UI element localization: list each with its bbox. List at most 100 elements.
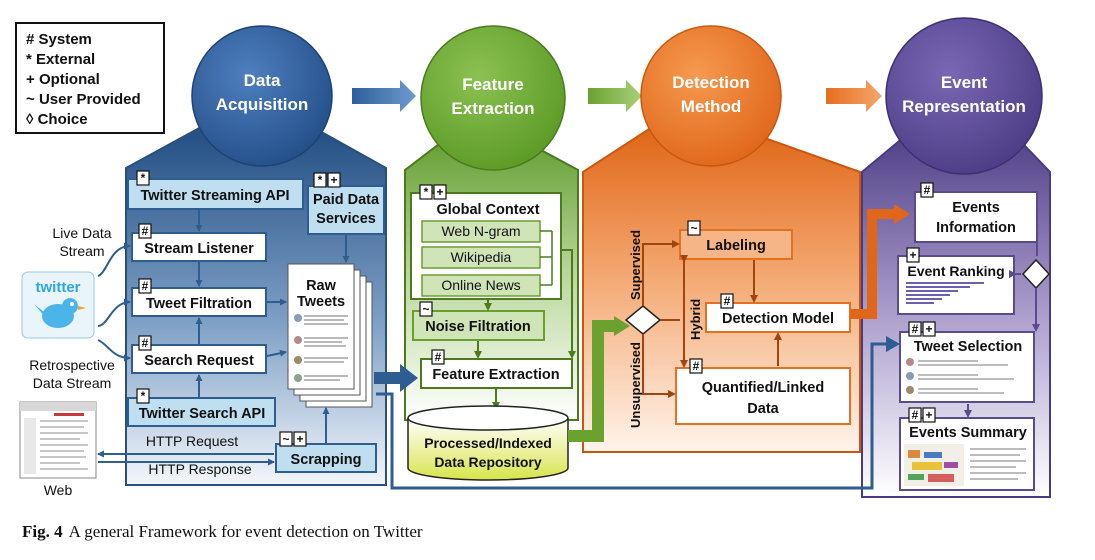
- tag-optional: +: [293, 431, 307, 447]
- stage-feature-extraction: Feature Extraction: [420, 25, 566, 171]
- repository-label-line2: Data Repository: [434, 454, 542, 470]
- retro-stream-label-line1: Retrospective: [29, 357, 115, 373]
- legend-user-provided: ~ User Provided: [26, 91, 141, 108]
- box-tweet-filtration: Tweet Filtration: [131, 287, 267, 317]
- web-screenshot-icon: [19, 401, 97, 479]
- svg-text:Events: Events: [952, 200, 1000, 216]
- tag-system: #: [138, 335, 152, 351]
- svg-text:*: *: [424, 185, 429, 199]
- tag-optional: +: [433, 184, 447, 200]
- stage-arrows: [352, 80, 882, 112]
- tag-external: *: [419, 184, 433, 200]
- tag-system: #: [689, 358, 703, 374]
- tag-optional: +: [922, 407, 936, 423]
- svg-text:Scrapping: Scrapping: [291, 452, 362, 468]
- svg-text:Tweet Filtration: Tweet Filtration: [146, 296, 252, 312]
- box-twitter-streaming-api: Twitter Streaming API: [127, 178, 304, 210]
- svg-text:Wikipedia: Wikipedia: [451, 249, 512, 265]
- arrow-acq-to-feat: [352, 80, 416, 112]
- svg-text:#: #: [693, 359, 700, 373]
- legend-system: # System: [26, 31, 92, 48]
- arrow-feat-to-det: [588, 80, 642, 112]
- repository-label-line1: Processed/Indexed: [424, 435, 552, 451]
- svg-text:Twitter Search API: Twitter Search API: [139, 406, 266, 422]
- box-wikipedia: Wikipedia: [421, 246, 541, 269]
- svg-text:Global Context: Global Context: [436, 202, 539, 218]
- tag-user-provided: ~: [687, 220, 701, 236]
- tag-external: *: [136, 170, 150, 186]
- svg-text:~: ~: [282, 432, 289, 446]
- svg-text:Services: Services: [316, 211, 376, 227]
- tag-optional: +: [906, 247, 920, 263]
- label-hybrid: Hybrid: [688, 299, 703, 340]
- svg-text:Online News: Online News: [441, 277, 520, 293]
- svg-text:+: +: [436, 185, 443, 199]
- svg-text:Event Ranking: Event Ranking: [907, 263, 1004, 279]
- word-cloud-thumbnail: [904, 444, 964, 486]
- box-twitter-search-api: Twitter Search API: [127, 397, 276, 427]
- http-response-label: HTTP Response: [148, 461, 251, 477]
- svg-text:#: #: [142, 279, 149, 293]
- svg-text:Feature Extraction: Feature Extraction: [432, 367, 559, 383]
- tag-user-provided: ~: [279, 431, 293, 447]
- stage-title-line1: Data: [244, 71, 281, 90]
- tag-external: *: [136, 388, 150, 404]
- arrow-raw-to-tweet-selection: [376, 342, 888, 490]
- tag-system: #: [720, 293, 734, 309]
- extraction-flow: [474, 249, 576, 410]
- svg-text:#: #: [142, 336, 149, 350]
- svg-text:+: +: [925, 408, 932, 422]
- svg-text:Stream Listener: Stream Listener: [144, 241, 254, 257]
- stage-title-line2: Extraction: [451, 99, 534, 118]
- tag-system: #: [908, 407, 922, 423]
- acquisition-flow: [97, 210, 350, 466]
- http-request-label: HTTP Request: [146, 433, 238, 449]
- tag-system: #: [920, 182, 934, 198]
- stage-title-line2: Method: [681, 97, 741, 116]
- svg-text:Search Request: Search Request: [144, 353, 254, 369]
- svg-text:#: #: [142, 224, 149, 238]
- legend-external: * External: [26, 51, 95, 68]
- twitter-logo-text: twitter: [36, 279, 81, 296]
- box-online-news: Online News: [421, 274, 541, 297]
- data-repository: Processed/Indexed Data Repository: [407, 405, 569, 481]
- svg-text:Noise Filtration: Noise Filtration: [425, 319, 531, 335]
- box-tweet-selection: Tweet Selection: [899, 331, 1035, 403]
- box-noise-filtration: Noise Filtration: [412, 310, 545, 341]
- box-event-ranking: Event Ranking: [897, 255, 1015, 315]
- arrow-model-to-events: [850, 209, 896, 319]
- svg-text:#: #: [924, 183, 931, 197]
- twitter-logo: twitter: [21, 271, 95, 339]
- legend-optional: + Optional: [26, 71, 100, 88]
- diagram-canvas: Data Acquisition Feature Extraction Dete…: [15, 17, 1051, 498]
- tag-system: #: [138, 278, 152, 294]
- svg-text:Tweet Selection: Tweet Selection: [914, 339, 1023, 355]
- box-web-ngram: Web N-gram: [421, 220, 541, 243]
- box-events-information: Events Information: [914, 191, 1038, 243]
- arrow-det-to-rep: [826, 80, 882, 112]
- stage-title-line1: Detection: [672, 73, 749, 92]
- svg-text:Events Summary: Events Summary: [909, 425, 1027, 441]
- stage-title-line1: Event: [941, 73, 988, 92]
- live-stream-label-line2: Stream: [59, 243, 104, 259]
- tag-external: *: [313, 172, 327, 188]
- arrow-raw-to-features: [374, 364, 418, 392]
- box-paid-data-services: Paid Data Services: [307, 185, 385, 235]
- svg-text:*: *: [318, 173, 323, 187]
- web-label: Web: [44, 482, 73, 498]
- stage-data-acquisition: Data Acquisition: [191, 25, 333, 167]
- svg-text:#: #: [435, 350, 442, 364]
- box-quantified-data: Quantified/Linked Data: [675, 367, 851, 425]
- box-stream-listener: Stream Listener: [131, 232, 267, 262]
- raw-tweets-label-line2: Tweets: [297, 294, 345, 310]
- global-context-connectors: [540, 230, 553, 286]
- svg-text:+: +: [330, 173, 337, 187]
- tag-optional: +: [327, 172, 341, 188]
- label-supervised: Supervised: [628, 230, 643, 300]
- svg-text:*: *: [141, 389, 146, 403]
- svg-text:Data: Data: [747, 401, 779, 417]
- svg-text:+: +: [909, 248, 916, 262]
- stage-detection-method: Detection Method: [640, 25, 782, 167]
